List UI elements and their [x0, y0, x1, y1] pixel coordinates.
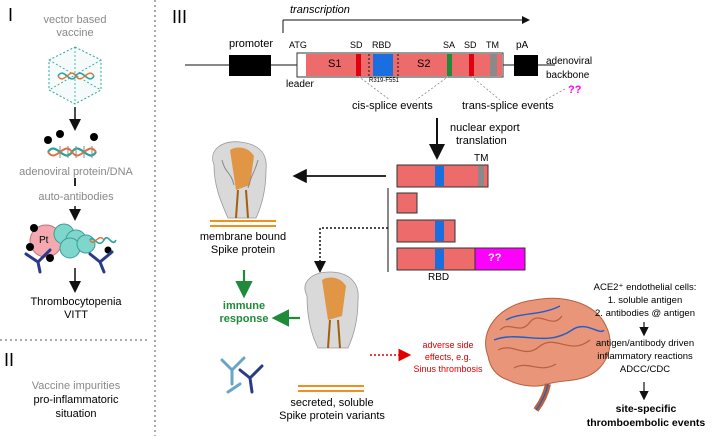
- ace2-item-2: 2. antibodies @ antigen: [595, 308, 695, 319]
- panel-number-1: I: [8, 5, 14, 25]
- adeno-backbone-line1: adenoviral: [546, 56, 593, 67]
- promoter-label: promoter: [229, 38, 274, 50]
- outcome-line1: Thrombocytopenia: [30, 296, 122, 308]
- driven-line3: ADCC/CDC: [619, 364, 671, 375]
- sa-mark: [447, 54, 452, 76]
- membrane-label-line1: membrane bound: [199, 231, 287, 243]
- secreted-label-line1: secreted, soluble: [290, 397, 374, 409]
- final-line1: site-specific: [615, 403, 677, 415]
- pa-label: pA: [516, 40, 529, 51]
- s2-label: S2: [417, 58, 431, 70]
- ace2-item-1: 1. soluble antigen: [607, 295, 683, 306]
- sd2-mark: [469, 54, 474, 76]
- driven-line2: inflammatory reactions: [597, 351, 693, 362]
- dna-helix-icon: [47, 146, 97, 158]
- s1-label: S1: [328, 58, 342, 70]
- leader-label: leader: [286, 79, 314, 90]
- sd1-label: SD: [350, 40, 363, 50]
- arrow-to-secreted: [314, 227, 388, 273]
- exon-block: [306, 54, 502, 76]
- sd1-mark: [356, 54, 361, 76]
- cis-splice-lines: [357, 75, 450, 101]
- variant-s1-rbd: [435, 221, 444, 241]
- adverse-line3: Sinus thrombosis: [413, 364, 483, 374]
- rbd-segment: [373, 54, 393, 76]
- unknown-top-label: ??: [568, 84, 582, 96]
- ace2-title: ACE2⁺ endothelial cells:: [593, 282, 697, 293]
- variant-s1: [396, 219, 456, 243]
- spike-protein-icon: [304, 271, 359, 349]
- membrane-label-line2: Spike protein: [210, 244, 276, 256]
- black-dot: [44, 136, 52, 144]
- platelet-label: Pt: [39, 235, 49, 246]
- sd2-label: SD: [464, 40, 477, 50]
- tm-variant-label: TM: [474, 153, 489, 164]
- impurities-label: Vaccine impurities: [31, 380, 121, 392]
- transcription-label: transcription: [290, 4, 350, 16]
- immune-response-line1: immune: [222, 300, 266, 312]
- nuclear-export-line1: nuclear export: [450, 122, 520, 134]
- panel-number-2: II: [4, 350, 15, 370]
- black-dot: [56, 130, 64, 138]
- driven-line1: antigen/antibody driven: [595, 338, 695, 349]
- panel-number-3: III: [172, 7, 188, 27]
- vector-label-line1: vector based: [43, 14, 107, 26]
- trans-splice-label: trans-splice events: [462, 100, 554, 112]
- spike-protein-icon: [212, 141, 267, 219]
- variant-short: [396, 192, 418, 214]
- variant-full-rbd: [435, 166, 444, 186]
- proinflam-line1: pro-inflammatoric: [33, 394, 119, 406]
- final-line2: thromboembolic events: [586, 417, 706, 429]
- tm-mark: [490, 54, 497, 76]
- promoter-box: [229, 55, 271, 76]
- virus-capsid-icon: [48, 46, 102, 105]
- adeno-backbone-line2: backbone: [546, 70, 590, 81]
- unknown-variant-label: ??: [488, 252, 502, 264]
- vector-label-line2: vaccine: [56, 27, 94, 39]
- cis-splice-label: cis-splice events: [352, 100, 433, 112]
- immune-response-line2: response: [219, 313, 269, 325]
- variant-full-tm: [478, 166, 484, 186]
- adverse-line1: adverse side: [422, 340, 474, 350]
- variant-fusion-unknown: [474, 247, 526, 271]
- rbd-top-label: RBD: [372, 40, 392, 50]
- adverse-line2: effects, e.g.: [424, 352, 472, 362]
- antibody-icon: [220, 356, 264, 394]
- brain-icon: [485, 297, 611, 412]
- variant-fusion-rbd: [435, 249, 444, 269]
- rbd-range-label: R319-F551: [369, 78, 400, 84]
- outcome-line2: VITT: [64, 309, 88, 321]
- black-dot: [90, 133, 98, 141]
- tm-top-label: TM: [486, 40, 499, 50]
- rbd-variant-label: RBD: [428, 272, 450, 283]
- proinflam-line2: situation: [55, 408, 97, 420]
- polyA-box: [514, 55, 538, 76]
- immune-complex-icon: [24, 223, 117, 274]
- autoantibody-label: auto-antibodies: [38, 191, 114, 203]
- adeno-protein-label: adenoviral protein/DNA: [19, 166, 133, 178]
- atg-label: ATG: [289, 40, 307, 50]
- nuclear-export-line2: translation: [456, 135, 507, 147]
- secreted-label-line2: Spike protein variants: [279, 410, 385, 422]
- sa-label: SA: [443, 40, 456, 50]
